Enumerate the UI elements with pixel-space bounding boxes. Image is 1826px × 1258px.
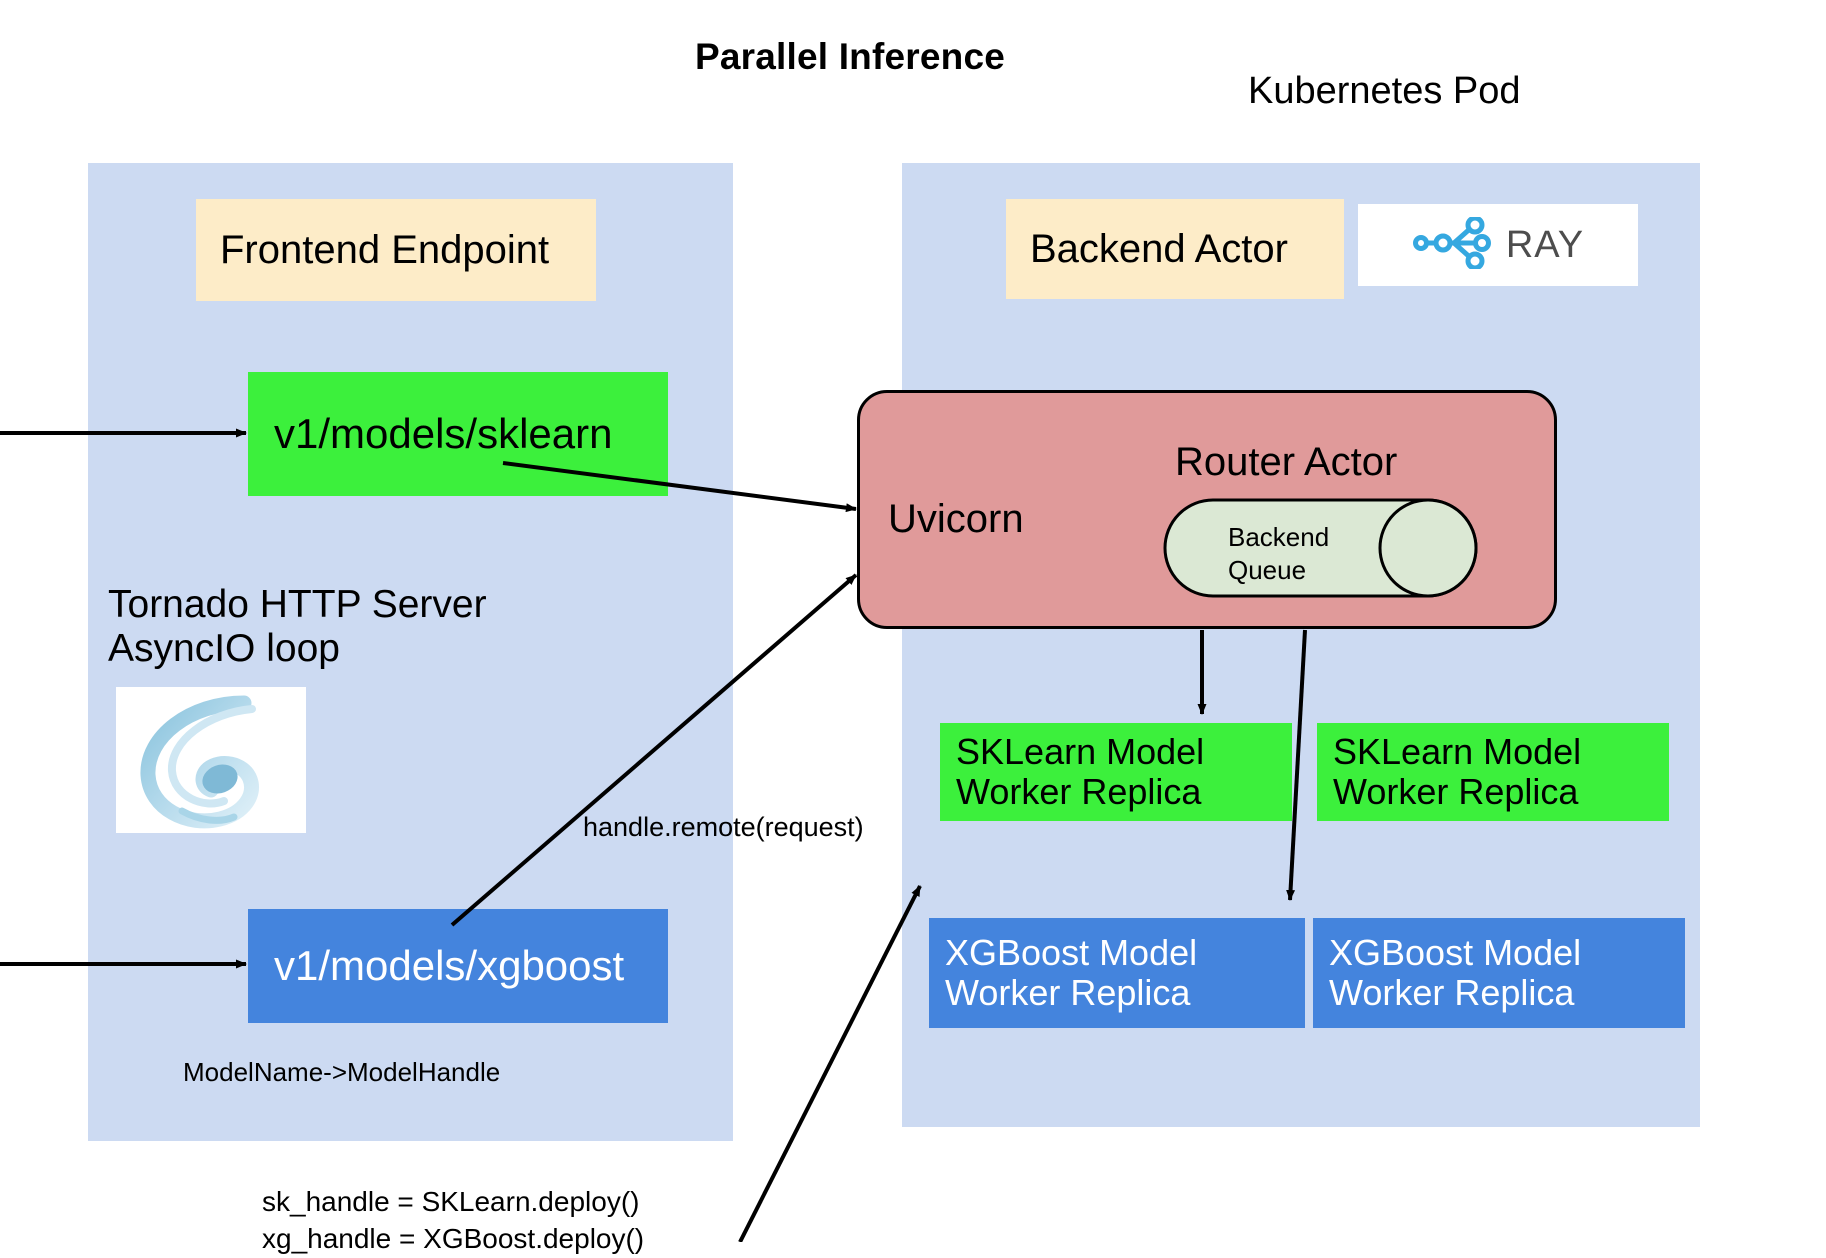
page-title: Parallel Inference xyxy=(694,36,1006,77)
sklearn-worker-replica-1[interactable]: SKLearn Model Worker Replica xyxy=(940,723,1292,821)
frontend-endpoint-label: Frontend Endpoint xyxy=(220,227,550,272)
worker-line1: XGBoost Model xyxy=(1329,931,1582,973)
router-actor-label: Router Actor xyxy=(1175,440,1398,484)
tornado-caption-line1: Tornado HTTP Server xyxy=(108,583,487,626)
worker-line1: SKLearn Model xyxy=(956,730,1205,772)
sklearn-endpoint-box[interactable]: v1/models/sklearn xyxy=(248,372,668,496)
deploy-code-line1: sk_handle = SKLearn.deploy() xyxy=(262,1186,640,1217)
sklearn-endpoint-label: v1/models/sklearn xyxy=(274,410,613,457)
worker-line2: Worker Replica xyxy=(1329,972,1575,1013)
arrow-deploy-to-pod xyxy=(738,885,922,1242)
worker-line1: XGBoost Model xyxy=(945,931,1198,973)
worker-line2: Worker Replica xyxy=(1333,771,1579,812)
xgboost-worker-replica-1[interactable]: XGBoost Model Worker Replica xyxy=(929,918,1305,1028)
kubernetes-pod-label: Kubernetes Pod xyxy=(1248,70,1521,112)
backend-actor-box[interactable]: Backend Actor xyxy=(1006,199,1344,299)
xgboost-endpoint-box[interactable]: v1/models/xgboost xyxy=(248,909,668,1023)
backend-queue-cylinder xyxy=(1163,498,1483,598)
worker-line2: Worker Replica xyxy=(945,972,1191,1013)
deploy-code-line2: xg_handle = XGBoost.deploy() xyxy=(262,1222,645,1254)
backend-actor-label: Backend Actor xyxy=(1030,226,1288,271)
deploy-code-annotation: sk_handle = SKLearn.deploy() xg_handle =… xyxy=(262,1184,644,1258)
tornado-swirl-icon xyxy=(116,687,306,833)
backend-queue-line1: Backend xyxy=(1228,522,1330,552)
backend-queue-label: Backend Queue xyxy=(1228,521,1329,586)
tornado-caption-line2: AsyncIO loop xyxy=(108,626,340,670)
ray-node-graph-icon xyxy=(1412,215,1498,274)
worker-line1: SKLearn Model xyxy=(1333,730,1582,772)
xgboost-endpoint-label: v1/models/xgboost xyxy=(274,942,625,989)
xgboost-worker-replica-2[interactable]: XGBoost Model Worker Replica xyxy=(1313,918,1685,1028)
tornado-server-caption: Tornado HTTP Server AsyncIO loop xyxy=(108,583,487,670)
model-name-handle-note: ModelName->ModelHandle xyxy=(183,1057,501,1087)
frontend-endpoint-box[interactable]: Frontend Endpoint xyxy=(196,199,596,301)
handle-remote-annotation: handle.remote(request) xyxy=(583,812,864,842)
worker-line2: Worker Replica xyxy=(956,771,1202,812)
uvicorn-label: Uvicorn xyxy=(888,497,1024,541)
backend-queue-line2: Queue xyxy=(1228,554,1307,585)
ray-logo: RAY xyxy=(1358,204,1638,286)
ray-wordmark: RAY xyxy=(1505,223,1585,266)
sklearn-worker-replica-2[interactable]: SKLearn Model Worker Replica xyxy=(1317,723,1669,821)
